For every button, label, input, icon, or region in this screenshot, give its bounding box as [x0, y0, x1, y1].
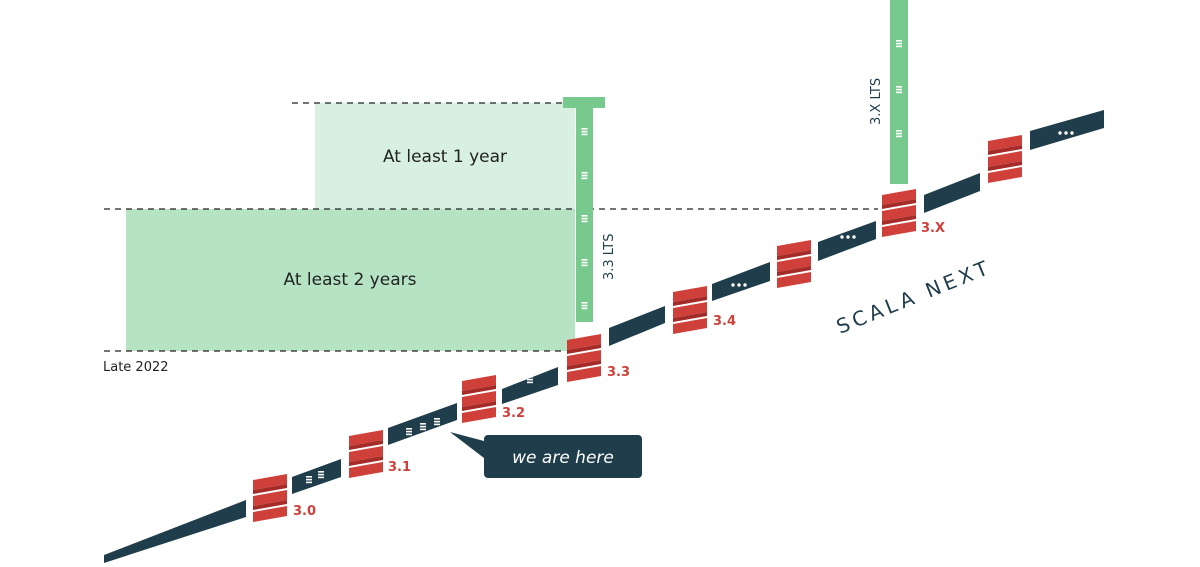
ellipsis-icon [731, 283, 747, 287]
version-label-3-1: 3.1 [388, 460, 411, 475]
patch-lines-icon [420, 423, 426, 431]
version-label-3-3: 3.3 [607, 365, 630, 380]
label-scala-next: SCALA NEXT [833, 255, 995, 339]
scala-logo-icon [462, 375, 496, 423]
scala-logo-icon [882, 189, 916, 237]
scala-logo-icon [253, 474, 287, 522]
scala-logo-icon [988, 135, 1022, 183]
scala-logo-icon [349, 430, 383, 478]
callout-we-are-here: we are here [450, 432, 642, 478]
patch-lines-icon [406, 428, 412, 436]
label-at-least-1-year: At least 1 year [383, 147, 507, 167]
label-lts-3-x: 3.X LTS [869, 78, 884, 125]
version-label-3-0: 3.0 [293, 504, 316, 519]
patch-lines-icon [527, 376, 533, 384]
lts-3-x-bar [890, 0, 908, 184]
version-label-3-x: 3.X [921, 221, 945, 236]
scala-logo-icon [673, 286, 707, 334]
box-at-least-2-years [126, 209, 575, 351]
version-label-3-2: 3.2 [502, 406, 525, 421]
scala-logo-icon [777, 240, 811, 288]
lts-3-3-bar [563, 97, 605, 322]
label-lts-3-3: 3.3 LTS [602, 234, 617, 280]
ellipsis-icon [840, 235, 856, 239]
version-label-3-4: 3.4 [713, 314, 736, 329]
ellipsis-icon [1058, 131, 1074, 135]
callout-text: we are here [512, 448, 614, 468]
label-late-2022: Late 2022 [103, 360, 169, 375]
scala-logo-icon [567, 334, 601, 382]
patch-lines-icon [434, 418, 440, 426]
label-at-least-2-years: At least 2 years [284, 270, 417, 290]
box-at-least-1-year [315, 103, 575, 209]
patch-lines-icon [306, 476, 312, 484]
patch-lines-icon [318, 471, 324, 479]
